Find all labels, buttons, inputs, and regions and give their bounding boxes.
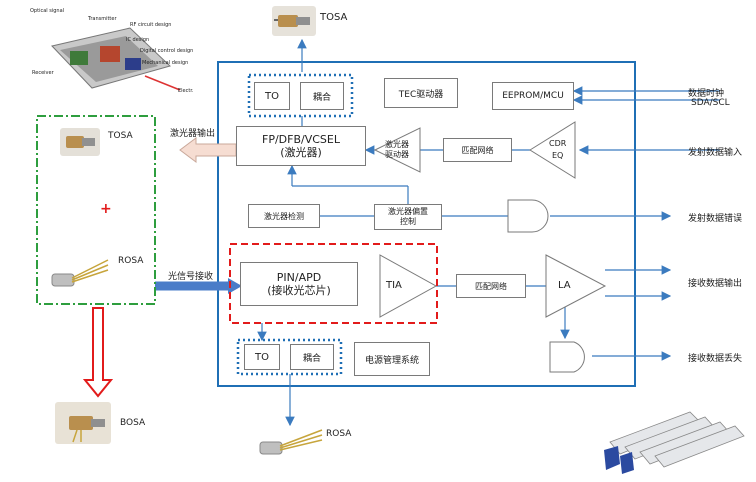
- bosa-down-arrow: [82, 307, 114, 398]
- tia-triangle: [379, 254, 438, 318]
- label-optical-signal: Optical signal: [30, 8, 65, 14]
- label-ic-design: IC design: [126, 37, 150, 43]
- cdr-triangle: [529, 121, 576, 179]
- rx-data-loss-label: 接收数据丢失: [688, 354, 743, 364]
- and-gate-tx: [507, 199, 549, 233]
- osa-group-box: [36, 115, 156, 305]
- tia-label: TIA: [386, 280, 402, 291]
- data-clock-label: 数据时钟: [688, 89, 725, 99]
- la-label: LA: [558, 280, 571, 291]
- optical-receive-label: 光信号接收: [168, 272, 214, 282]
- module-exploded-photo: Optical signal Transmitter RF circuit de…: [30, 6, 200, 102]
- module-frame: [217, 61, 636, 387]
- rosa-bottom-label: ROSA: [326, 429, 352, 439]
- laser-driver-triangle: [373, 127, 421, 173]
- tx-data-in-label: 发射数据输入: [688, 148, 743, 158]
- label-transmitter: Transmitter: [88, 16, 117, 22]
- matching-rx-box: 匹配网络: [456, 274, 526, 298]
- laser-line1: FP/DFB/VCSEL: [262, 133, 340, 146]
- to-bottom-box: TO: [244, 344, 280, 370]
- rx-to-group: [236, 338, 343, 376]
- la-triangle: [545, 254, 607, 318]
- cdr-line1: CDR: [549, 139, 567, 148]
- rosa-bottom-photo: [259, 429, 323, 455]
- rosa-left-photo: [51, 259, 109, 287]
- label-digital-control: Digital control design: [140, 48, 194, 54]
- plus-sign: +: [100, 201, 112, 217]
- tx-to-group: [247, 73, 354, 118]
- laser-detect-box: 激光器检测: [248, 204, 320, 228]
- laser-output-arrow: [179, 137, 237, 163]
- tosa-top-label: TOSA: [320, 12, 348, 23]
- bosa-photo: [55, 402, 111, 444]
- and-gate-rx: [549, 341, 585, 373]
- tosa-left-label: TOSA: [108, 131, 133, 141]
- rx-red-box: [229, 243, 438, 324]
- tx-data-error-label: 发射数据错误: [688, 214, 743, 224]
- pin-apd-box: PIN/APD (接收光芯片): [240, 262, 358, 306]
- matching-tx-box: 匹配网络: [443, 138, 512, 162]
- tosa-top-photo: [272, 6, 316, 36]
- coupling-bottom-box: 耦合: [290, 344, 334, 370]
- label-electrical: Electr.: [178, 88, 194, 94]
- label-rf-circuit: RF circuit design: [130, 22, 172, 28]
- cdr-line2: EQ: [552, 151, 564, 160]
- eeprom-mcu-box: EEPROM/MCU: [492, 82, 574, 110]
- sda-scl-label: SDA/SCL: [691, 98, 730, 108]
- laser-box: FP/DFB/VCSEL (激光器): [236, 126, 366, 166]
- pin-line1: PIN/APD: [276, 271, 322, 284]
- laser-driver-label: 激光器 驱动器: [385, 140, 409, 159]
- to-top-box: TO: [254, 82, 290, 110]
- transceivers-photo: [604, 411, 745, 474]
- pin-line2: (接收光芯片): [267, 284, 331, 297]
- laser-output-label: 激光器输出: [170, 129, 216, 139]
- power-mgmt-box: 电源管理系统: [354, 342, 430, 376]
- rosa-left-label: ROSA: [118, 256, 144, 266]
- bosa-label: BOSA: [120, 418, 146, 428]
- label-mechanical: Mechanical design: [142, 60, 189, 66]
- coupling-top-box: 耦合: [300, 82, 344, 110]
- rx-data-out-label: 接收数据输出: [688, 279, 743, 289]
- tec-driver-box: TEC驱动器: [384, 78, 458, 108]
- laser-bias-box: 激光器偏置 控制: [374, 204, 442, 230]
- laser-line2: (激光器): [280, 146, 322, 159]
- tosa-left-photo: [60, 128, 100, 156]
- label-receiver: Receiver: [32, 70, 54, 76]
